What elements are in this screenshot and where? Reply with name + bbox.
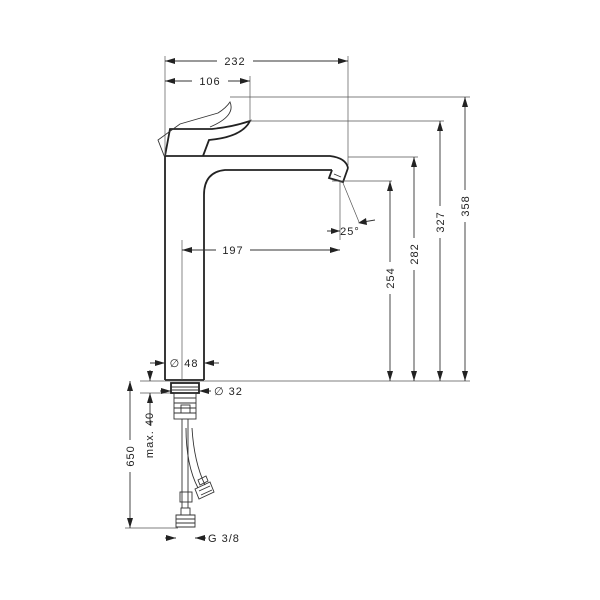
dimension-labels: 232 106 197 25° 254 282 327 358 ∅ 48 ∅ 3… [123, 54, 472, 545]
dim-outlet-height: 254 [385, 267, 397, 288]
dim-outlet-angle: 25° [340, 226, 360, 238]
dim-body-diameter: ∅ 48 [170, 358, 199, 370]
dim-handle-top-height: 327 [435, 211, 447, 232]
extension-lines [125, 56, 470, 529]
dim-spout-reach: 197 [222, 245, 243, 257]
base-and-shank [165, 379, 204, 420]
dim-max-counter-thickness: max. 40 [144, 412, 156, 458]
dim-spout-top-height: 282 [409, 243, 421, 264]
dim-overall-width: 232 [224, 56, 245, 68]
dim-handle-width: 106 [199, 76, 220, 88]
dim-total-height: 358 [460, 195, 472, 216]
dimension-lines [127, 58, 468, 541]
lever-handle [157, 101, 252, 159]
dim-shank-diameter: ∅ 32 [214, 386, 243, 398]
supply-hoses [175, 419, 215, 528]
dim-hose-length: 650 [125, 445, 137, 466]
dim-connection-thread: G 3/8 [208, 533, 240, 545]
faucet-body [164, 155, 349, 380]
